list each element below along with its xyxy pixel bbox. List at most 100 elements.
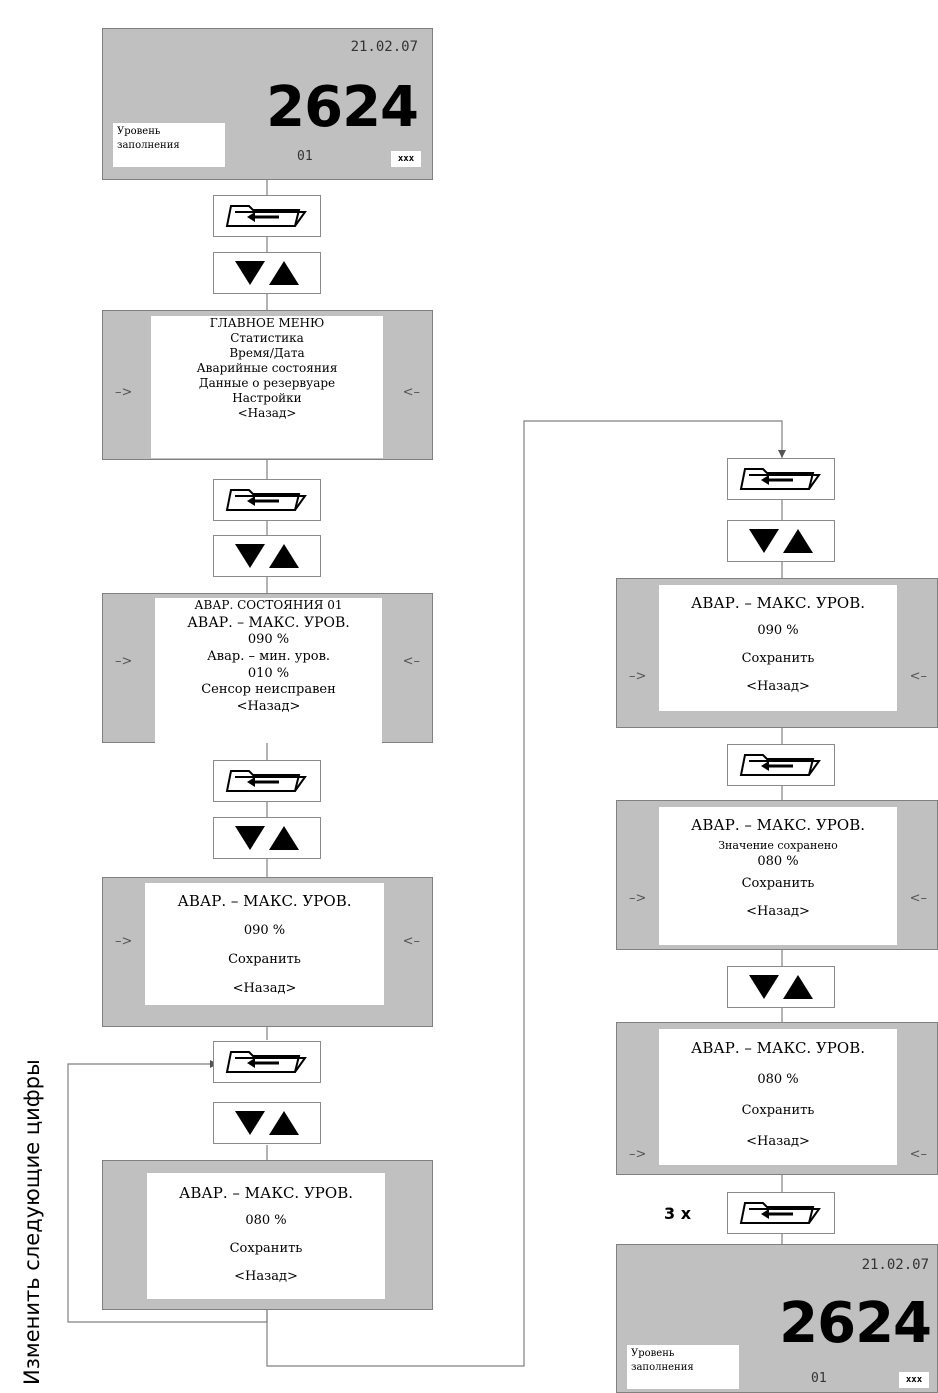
enter-folder-icon — [225, 770, 307, 792]
alarm-states-menu: АВАР. СОСТОЯНИЯ 01 АВАР. – МАКС. УРОВ. 0… — [155, 598, 382, 743]
edit-menu-1: АВАР. – МАКС. УРОВ. 090 % Сохранить <Наз… — [145, 883, 384, 1005]
enter-folder-icon — [225, 205, 307, 227]
display-label: Уровень заполнения — [113, 123, 225, 167]
arrow-down-icon — [235, 1111, 265, 1135]
arrow-up-icon — [783, 529, 813, 553]
alarm-menu-item[interactable]: Сенсор неисправен — [201, 682, 336, 698]
right-arrow-marker: <– — [909, 1147, 927, 1162]
main-menu-item[interactable]: Настройки — [232, 391, 302, 405]
edit-title: АВАР. – МАКС. УРОВ. — [690, 594, 865, 612]
right-arrow-marker: <– — [909, 669, 927, 684]
arrow-down-icon — [235, 261, 265, 285]
main-menu-item[interactable]: Данные о резервуаре — [198, 376, 336, 390]
main-menu-item[interactable]: Аварийные состояния — [196, 361, 338, 375]
main-menu-title: ГЛАВНОЕ МЕНЮ — [209, 316, 325, 330]
enter-folder-icon — [739, 468, 821, 490]
display-unit: ххх — [391, 151, 421, 167]
enter-button[interactable] — [213, 479, 321, 521]
edit-screen-1: –> <– АВАР. – МАКС. УРОВ. 090 % Сохранит… — [102, 877, 433, 1027]
left-arrow-marker: –> — [115, 934, 133, 949]
left-arrow-marker: –> — [629, 669, 647, 684]
right-arrow-marker: <– — [402, 385, 420, 400]
display-channel: 01 — [297, 149, 313, 164]
edit-value[interactable]: 090 % — [757, 623, 799, 638]
save-option[interactable]: Сохранить — [741, 876, 815, 891]
arrow-down-icon — [235, 544, 265, 568]
edit-screen-4: –> <– АВАР. – МАКС. УРОВ. Значение сохра… — [616, 800, 938, 950]
arrow-up-icon — [783, 975, 813, 999]
edit-value[interactable]: 080 % — [757, 1072, 799, 1087]
back-option[interactable]: <Назад> — [232, 981, 297, 996]
edit-menu-3: АВАР. – МАКС. УРОВ. 090 % Сохранить <Наз… — [659, 585, 897, 711]
display-channel: 01 — [811, 1371, 827, 1386]
arrow-down-icon — [749, 529, 779, 553]
alarm-states-screen: –> <– АВАР. СОСТОЯНИЯ 01 АВАР. – МАКС. У… — [102, 593, 433, 743]
arrow-keys-button[interactable] — [213, 817, 321, 859]
arrow-down-icon — [235, 826, 265, 850]
arrow-keys-button[interactable] — [727, 966, 835, 1008]
left-arrow-marker: –> — [115, 654, 133, 669]
saved-message: Значение сохранено — [718, 839, 838, 852]
change-digits-label: Изменить следующие цифры — [20, 1059, 44, 1385]
alarm-menu-item[interactable]: Авар. – мин. уров. — [206, 648, 331, 664]
save-option[interactable]: Сохранить — [741, 1103, 815, 1118]
alarm-menu-item[interactable]: АВАР. – МАКС. УРОВ. — [187, 614, 350, 631]
edit-title: АВАР. – МАКС. УРОВ. — [178, 1184, 353, 1202]
back-option[interactable]: <Назад> — [746, 679, 810, 694]
enter-button[interactable] — [213, 760, 321, 802]
main-menu: ГЛАВНОЕ МЕНЮ Статистика Время/Дата Авари… — [151, 316, 383, 458]
arrow-keys-button[interactable] — [213, 535, 321, 577]
alarm-menu-title: АВАР. СОСТОЯНИЯ 01 — [194, 598, 343, 612]
edit-menu-5: АВАР. – МАКС. УРОВ. 080 % Сохранить <Наз… — [659, 1029, 897, 1165]
save-option[interactable]: Сохранить — [741, 651, 815, 666]
enter-folder-icon — [739, 1202, 821, 1224]
display-value: 2624 — [266, 75, 419, 140]
edit-title: АВАР. – МАКС. УРОВ. — [690, 1039, 865, 1057]
back-option[interactable]: <Назад> — [746, 1134, 810, 1149]
arrow-keys-button[interactable] — [727, 520, 835, 562]
edit-screen-2: АВАР. – МАКС. УРОВ. 080 % Сохранить <Наз… — [102, 1160, 433, 1310]
edit-menu-2: АВАР. – МАКС. УРОВ. 080 % Сохранить <Наз… — [147, 1173, 385, 1299]
enter-button[interactable] — [213, 1041, 321, 1083]
left-arrow-marker: –> — [629, 1147, 647, 1162]
back-option[interactable]: <Назад> — [746, 904, 810, 919]
right-arrow-marker: <– — [402, 934, 420, 949]
save-option[interactable]: Сохранить — [228, 952, 301, 967]
display-unit: ххх — [899, 1372, 929, 1388]
back-option[interactable]: <Назад> — [234, 1269, 298, 1284]
enter-button[interactable] — [727, 458, 835, 500]
edit-value[interactable]: 080 % — [757, 854, 799, 869]
enter-folder-icon — [739, 754, 821, 776]
edit-value[interactable]: 090 % — [243, 923, 286, 938]
enter-folder-icon — [225, 489, 307, 511]
arrow-keys-button[interactable] — [213, 1102, 321, 1144]
edit-title: АВАР. – МАКС. УРОВ. — [177, 892, 352, 910]
alarm-menu-item[interactable]: <Назад> — [236, 699, 301, 715]
main-menu-item[interactable]: <Назад> — [237, 406, 297, 420]
level-display-final: 21.02.07 2624 Уровень заполнения 01 ххх — [616, 1244, 938, 1393]
edit-value[interactable]: 080 % — [245, 1213, 287, 1228]
save-option[interactable]: Сохранить — [229, 1241, 303, 1256]
main-menu-item[interactable]: Статистика — [230, 331, 304, 345]
enter-folder-icon — [225, 1051, 307, 1073]
display-value: 2624 — [779, 1291, 932, 1356]
edit-title: АВАР. – МАКС. УРОВ. — [690, 816, 865, 834]
arrow-keys-button[interactable] — [213, 252, 321, 294]
level-display-top: 21.02.07 2624 Уровень заполнения 01 ххх — [102, 28, 433, 180]
enter-button[interactable] — [213, 195, 321, 237]
right-arrow-marker: <– — [909, 891, 927, 906]
left-arrow-marker: –> — [115, 385, 133, 400]
repeat-count-label: 3 х — [664, 1204, 692, 1223]
enter-button[interactable] — [727, 744, 835, 786]
edit-screen-5: –> <– АВАР. – МАКС. УРОВ. 080 % Сохранит… — [616, 1022, 938, 1175]
display-label: Уровень заполнения — [627, 1345, 739, 1389]
arrow-up-icon — [269, 826, 299, 850]
main-menu-screen: –> <– ГЛАВНОЕ МЕНЮ Статистика Время/Дата… — [102, 310, 433, 460]
arrow-up-icon — [269, 544, 299, 568]
enter-button[interactable] — [727, 1192, 835, 1234]
arrow-down-icon — [749, 975, 779, 999]
main-menu-item[interactable]: Время/Дата — [229, 346, 305, 360]
edit-menu-4: АВАР. – МАКС. УРОВ. Значение сохранено 0… — [659, 807, 897, 945]
edit-screen-3: –> <– АВАР. – МАКС. УРОВ. 090 % Сохранит… — [616, 578, 938, 728]
display-date: 21.02.07 — [861, 1257, 929, 1273]
